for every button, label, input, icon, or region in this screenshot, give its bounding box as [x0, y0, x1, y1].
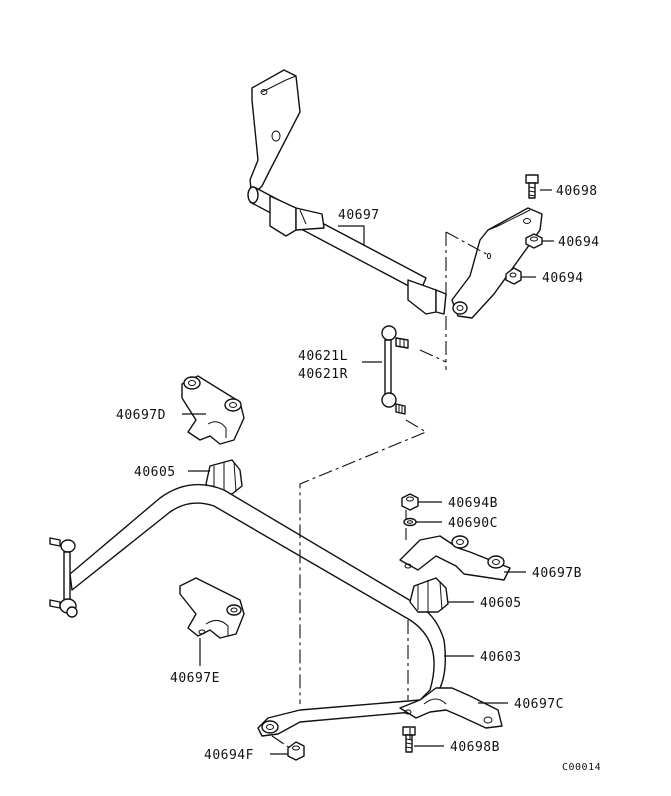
callout-40697c: 40697C — [514, 697, 564, 712]
nut-40694f — [287, 741, 305, 761]
callout-40697d: 40697D — [116, 408, 166, 423]
leader-lines — [182, 189, 554, 755]
nut-40694-upper — [525, 233, 543, 249]
clip-40690c — [403, 517, 417, 527]
bracket-40697e — [179, 577, 245, 639]
stabilizer-link-left — [49, 537, 78, 618]
callout-40690c: 40690C — [448, 516, 498, 531]
callout-40698b: 40698B — [450, 740, 500, 755]
bolt-40698 — [525, 174, 539, 199]
callout-40694b: 40694B — [448, 496, 498, 511]
nut-40694b — [401, 493, 419, 511]
callout-40605-lower: 40605 — [480, 596, 522, 611]
callout-40603: 40603 — [480, 650, 522, 665]
stabilizer-bar — [69, 483, 446, 737]
callout-40621r: 40621R — [298, 367, 348, 382]
callout-40698: 40698 — [556, 184, 598, 199]
diagram-code: C00014 — [562, 762, 601, 773]
clamp-bracket-40697b — [399, 535, 511, 581]
bolt-40698b — [402, 726, 416, 753]
crossmember-assembly — [247, 69, 543, 319]
bushing-40605-lower — [409, 577, 449, 613]
callout-40694f: 40694F — [204, 748, 254, 763]
alignment-lines — [271, 231, 491, 749]
bracket-40697c — [399, 687, 503, 729]
callout-40694-lower: 40694 — [542, 271, 584, 286]
callout-40697: 40697 — [338, 208, 380, 223]
callout-40697b: 40697B — [532, 566, 582, 581]
callout-40605-upper: 40605 — [134, 465, 176, 480]
stabilizer-link — [381, 325, 409, 415]
callout-40697e: 40697E — [170, 671, 220, 686]
clamp-bracket-40697d — [181, 375, 245, 445]
nut-40694-lower — [505, 267, 522, 285]
callout-40621l: 40621L — [298, 349, 348, 364]
callout-40694-upper: 40694 — [558, 235, 600, 250]
